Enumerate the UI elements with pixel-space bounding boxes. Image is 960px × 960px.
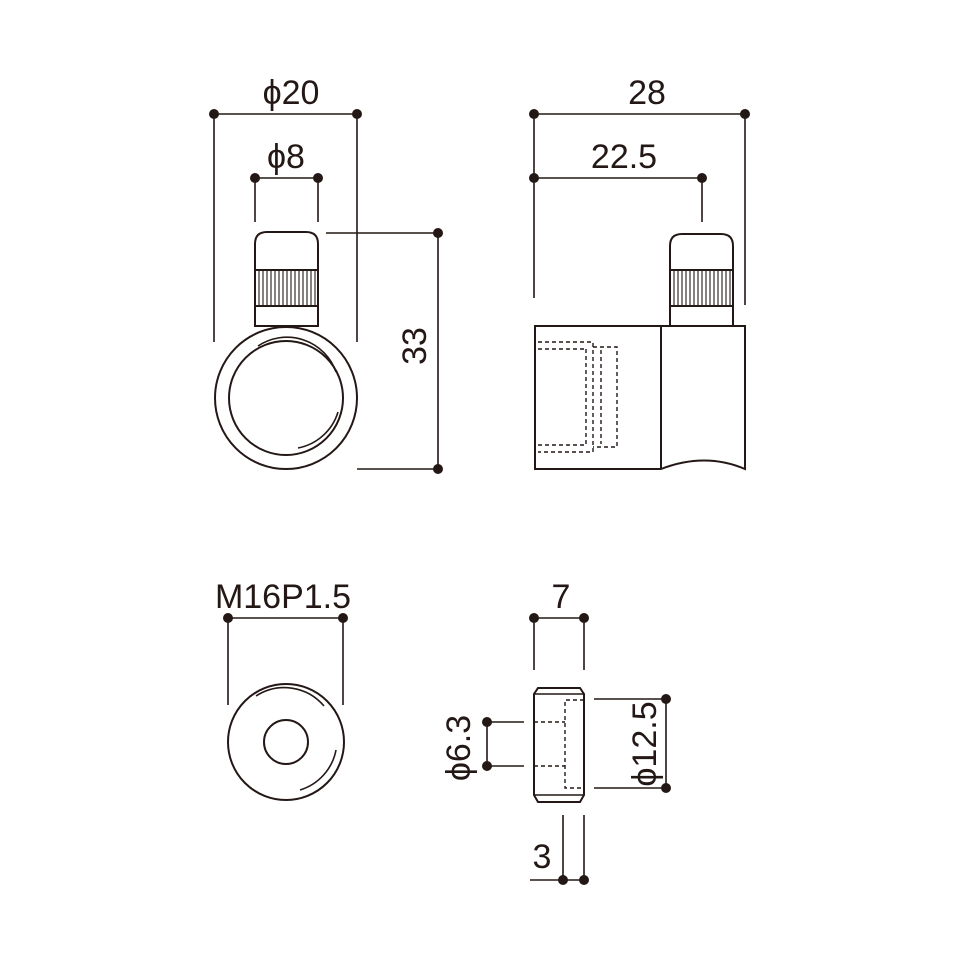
side-neck	[669, 305, 734, 327]
front-inner-ring	[228, 340, 344, 456]
side-body	[534, 325, 746, 471]
dim-22-5-label: 22.5	[591, 138, 657, 176]
dim-phi8-label: ϕ8	[267, 138, 305, 176]
front-neck	[254, 305, 319, 327]
side-knurl-lines	[673, 270, 731, 306]
dim-7-label: 7	[552, 578, 571, 616]
nut-view: M16P1.5	[215, 578, 351, 801]
front-knurl-lines	[258, 270, 316, 306]
dim-thread-label: M16P1.5	[215, 578, 351, 616]
front-highlight-top	[257, 336, 337, 373]
front-tip-cap	[254, 231, 319, 270]
nut-bore	[263, 719, 309, 765]
dim-3-label: 3	[533, 838, 552, 876]
side-view: 28 22.5	[529, 74, 750, 471]
dim-phi12-5-label: ϕ12.5	[626, 701, 664, 786]
knob-body	[533, 687, 585, 803]
knob-hidden-recess	[564, 699, 584, 789]
dim-33-label: 33	[396, 327, 434, 365]
front-outer-ring	[214, 326, 358, 470]
side-tip-cap	[669, 233, 734, 270]
dim-28-label: 28	[628, 74, 666, 112]
nut-highlight-right	[299, 749, 337, 791]
side-hidden-thread-step	[593, 346, 618, 448]
dim-phi6-3-label: ϕ6.3	[440, 715, 478, 781]
knob-view: 7 ϕ6.3 ϕ12.5 3	[440, 578, 671, 885]
dim-phi20-label: ϕ20	[263, 74, 320, 112]
side-hidden-thread-outer	[538, 341, 594, 453]
front-view: ϕ20 ϕ8 33	[209, 74, 443, 474]
front-highlight-right	[297, 411, 339, 449]
nut-outer-ring	[227, 683, 345, 801]
nut-highlight-top	[255, 686, 325, 707]
